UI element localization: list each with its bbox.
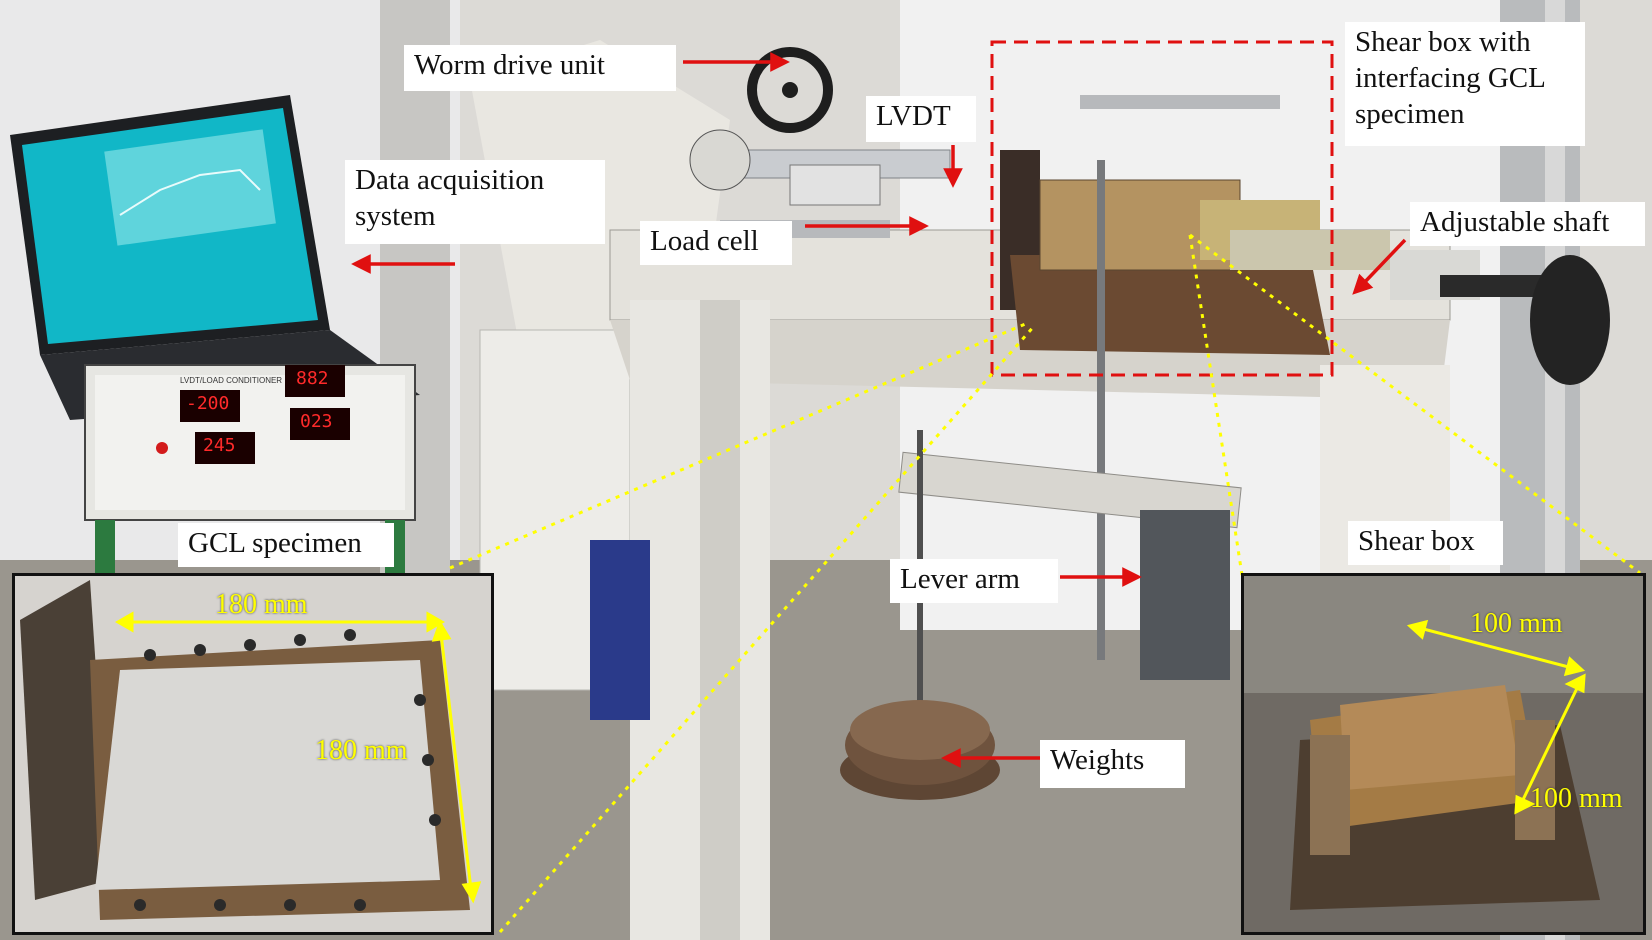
inset-gcl-photo [12,573,494,933]
gcl-inset-frame [12,573,494,935]
callout-lines [449,233,1641,933]
daq-panel-title: LVDT/LOAD CONDITIONER [180,376,283,385]
dimension-arrows [114,611,1586,904]
readout-2: 882 [296,368,329,389]
direct-shear-machine [470,40,1610,940]
dim-box-length: 100 mm [1530,783,1623,814]
dashed-region [990,40,1334,377]
label-shear-box-gcl: Shear box with interfacing GCL specimen [1345,22,1585,146]
label-gcl-specimen: GCL specimen [178,523,394,567]
pointer-arrows [351,52,1407,768]
label-worm-drive-unit: Worm drive unit [404,45,676,91]
label-data-acquisition: Data acquisition system [345,160,605,244]
readout-3: 245 [203,435,236,456]
readout-1: -200 [186,393,230,414]
inset-shear-box-photo [1241,573,1645,933]
shear-box-inset-frame [1241,573,1646,935]
label-weights: Weights [1040,740,1185,788]
label-adjustable-shaft: Adjustable shaft [1410,202,1645,246]
label-shear-box: Shear box [1348,521,1503,565]
dim-gcl-width: 180 mm [215,589,308,620]
label-load-cell: Load cell [640,221,792,265]
dim-box-width: 100 mm [1470,608,1563,639]
daq-unit [84,364,416,590]
label-lever-arm: Lever arm [890,559,1058,603]
dim-gcl-length: 180 mm [315,735,408,766]
readout-4: 023 [300,411,333,432]
laptop [10,95,420,420]
label-lvdt: LVDT [866,96,976,142]
